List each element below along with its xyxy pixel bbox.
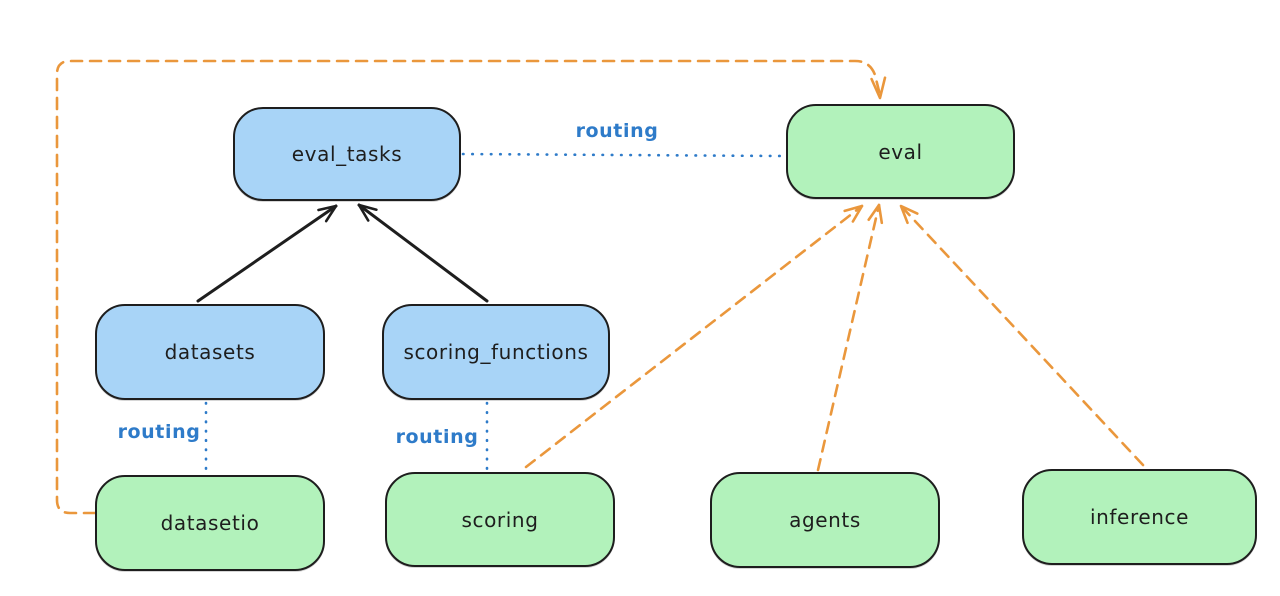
node-scoring: scoring — [385, 472, 615, 567]
edge-agents-to-eval — [816, 203, 884, 472]
edge-datasetio-to-eval — [55, 59, 887, 515]
node-scoring-functions-label: scoring_functions — [403, 340, 589, 364]
node-scoring-functions: scoring_functions — [382, 304, 610, 400]
node-datasets-label: datasets — [164, 340, 256, 364]
edge-datasets-to-eval-tasks — [196, 204, 338, 303]
node-datasetio-label: datasetio — [160, 511, 260, 535]
node-agents: agents — [710, 472, 940, 568]
node-agents-label: agents — [789, 508, 861, 532]
node-eval-tasks-label: eval_tasks — [291, 142, 403, 166]
edge-label-routing-datasets-datasetio: routing — [117, 421, 201, 443]
node-datasetio: datasetio — [95, 475, 325, 571]
edge-scoring-functions-to-eval-tasks — [357, 203, 489, 303]
edge-label-routing-scoring-functions-scoring: routing — [395, 426, 479, 448]
node-datasets: datasets — [95, 304, 325, 400]
edge-label-routing-eval-tasks-eval: routing — [575, 120, 659, 142]
node-inference-label: inference — [1089, 505, 1190, 529]
node-eval: eval — [786, 104, 1015, 199]
edge-eval-tasks-to-eval-routing — [461, 152, 785, 158]
node-eval-label: eval — [878, 139, 923, 164]
node-inference: inference — [1022, 469, 1257, 565]
edge-scoring-to-eval — [524, 204, 864, 469]
node-scoring-label: scoring — [461, 507, 539, 532]
node-eval-tasks: eval_tasks — [233, 107, 461, 201]
edge-inference-to-eval — [899, 204, 1145, 467]
